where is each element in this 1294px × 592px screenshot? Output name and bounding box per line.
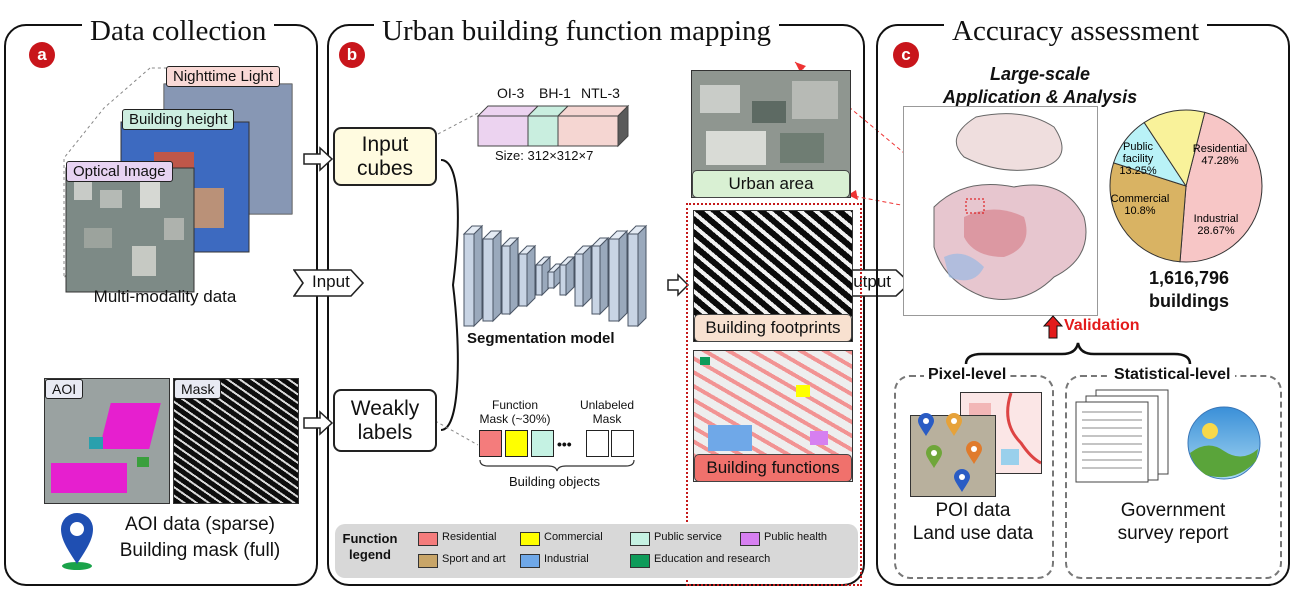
- land-use-data-label: Land use data: [912, 523, 1034, 544]
- validation-brace: [964, 342, 1192, 365]
- pie-slice-residential: [1179, 111, 1263, 263]
- legend-label-public-health: Public health: [764, 531, 827, 543]
- model-layer: [462, 224, 484, 328]
- model-layer: [558, 255, 576, 297]
- legend-label-education-and-research: Education and research: [654, 553, 771, 565]
- mask-swatch-unlabeled-2: [611, 430, 634, 457]
- location-pin-icon: [61, 513, 93, 570]
- optical-image-label: Optical Image: [66, 161, 173, 182]
- panel-c-title: Accuracy assessment: [944, 16, 1208, 46]
- model-layer: [626, 224, 648, 328]
- segmentation-model-icon: [462, 224, 648, 328]
- poi-pin-icons: [918, 413, 982, 492]
- legend-label-sport-and-art: Sport and art: [442, 553, 506, 565]
- legend-swatch-residential: [418, 532, 438, 546]
- function-legend-title: Function legend: [342, 531, 398, 562]
- panel-a-badge: a: [29, 42, 55, 68]
- validation-arrow-icon: [1043, 315, 1063, 339]
- cube-label-bh: BH-1: [539, 85, 571, 101]
- globe-icon: [1187, 406, 1261, 480]
- cube-label-oi: OI-3: [497, 85, 525, 101]
- government-label: Government: [1120, 500, 1226, 521]
- building-count: 1,616,796: [1148, 268, 1230, 288]
- urban-area-label: Urban area: [692, 170, 850, 198]
- model-layer: [607, 229, 629, 323]
- legend-swatch-commercial: [520, 532, 540, 546]
- mask-swatch-commercial: [505, 430, 528, 457]
- application-heading: Application & Analysis: [942, 87, 1138, 107]
- weakly-labels-box: Weakly labels: [333, 389, 437, 452]
- legend-swatch-sport-and-art: [418, 554, 438, 568]
- cube-size: Size: 312×312×7: [495, 148, 594, 163]
- poi-data-label: POI data: [935, 500, 1011, 521]
- legend-label-commercial: Commercial: [544, 531, 603, 543]
- output-dotted-frame: [686, 203, 862, 586]
- survey-report-icon: [1075, 389, 1169, 483]
- mask-ellipsis: •••: [557, 436, 572, 452]
- building-footprints-label: Building footprints: [694, 314, 852, 342]
- aoi-caption-line-2: Building mask (full): [119, 540, 281, 561]
- aoi-image: [44, 378, 170, 504]
- large-scale-heading: Large-scale: [989, 64, 1091, 84]
- legend-label-public-service: Public service: [654, 531, 722, 543]
- panel-c-badge: c: [893, 42, 919, 68]
- mask-label: Mask: [174, 379, 222, 399]
- panel-a-title: Data collection: [82, 16, 275, 46]
- building-functions-label: Building functions: [694, 454, 852, 482]
- model-layer: [481, 229, 503, 323]
- building-count-unit: buildings: [1149, 291, 1229, 311]
- mask-swatch-public: [531, 430, 554, 457]
- cube-label-ntl: NTL-3: [581, 85, 620, 101]
- pie-slice-public-facility: [1143, 109, 1206, 188]
- legend-swatch-public-health: [740, 532, 760, 546]
- model-layer: [517, 244, 537, 308]
- building-objects-label: Building objects: [509, 474, 601, 489]
- shanghai-map: [903, 106, 1098, 316]
- mask-swatch-unlabeled-1: [586, 430, 609, 457]
- validation-label: Validation: [1064, 317, 1140, 334]
- legend-swatch-education-and-research: [630, 554, 650, 568]
- model-layer: [500, 236, 520, 316]
- input-cubes-label: Input cubes: [356, 133, 414, 180]
- input-cubes-box: Input cubes: [333, 127, 437, 186]
- nighttime-light-label: Nighttime Light: [166, 66, 281, 87]
- segmentation-model-label: Segmentation model: [467, 330, 615, 347]
- legend-swatch-public-service: [630, 532, 650, 546]
- input-arrow: [292, 268, 365, 303]
- multimodal-caption: Multi-modality data: [93, 287, 237, 306]
- statistical-level-title: Statistical-level: [1110, 366, 1235, 384]
- survey-report-label: survey report: [1117, 523, 1229, 544]
- unlabeled-mask-label: Unlabeled Mask: [579, 398, 635, 426]
- building-objects-brace: [479, 459, 635, 472]
- model-layer: [590, 236, 610, 316]
- pixel-level-title: Pixel-level: [924, 366, 1011, 384]
- function-mask-label: Function Mask (~30%): [479, 398, 551, 426]
- aoi-label: AOI: [45, 379, 84, 399]
- mask-image: [173, 378, 299, 504]
- mask-swatch-residential: [479, 430, 502, 457]
- legend-swatch-industrial: [520, 554, 540, 568]
- model-layer: [573, 244, 593, 308]
- panel-b-badge: b: [339, 42, 365, 68]
- panel-b-title: Urban building function mapping: [374, 16, 780, 46]
- pie-slice-industrial: [1109, 162, 1187, 263]
- aoi-caption-line-1: AOI data (sparse): [125, 514, 275, 535]
- input-arrow-label: Input: [312, 272, 350, 291]
- legend-label-residential: Residential: [442, 531, 497, 543]
- input-cube: [476, 104, 630, 148]
- weakly-labels-label: Weakly labels: [350, 397, 420, 444]
- building-height-label: Building height: [122, 109, 235, 130]
- legend-label-industrial: Industrial: [544, 553, 589, 565]
